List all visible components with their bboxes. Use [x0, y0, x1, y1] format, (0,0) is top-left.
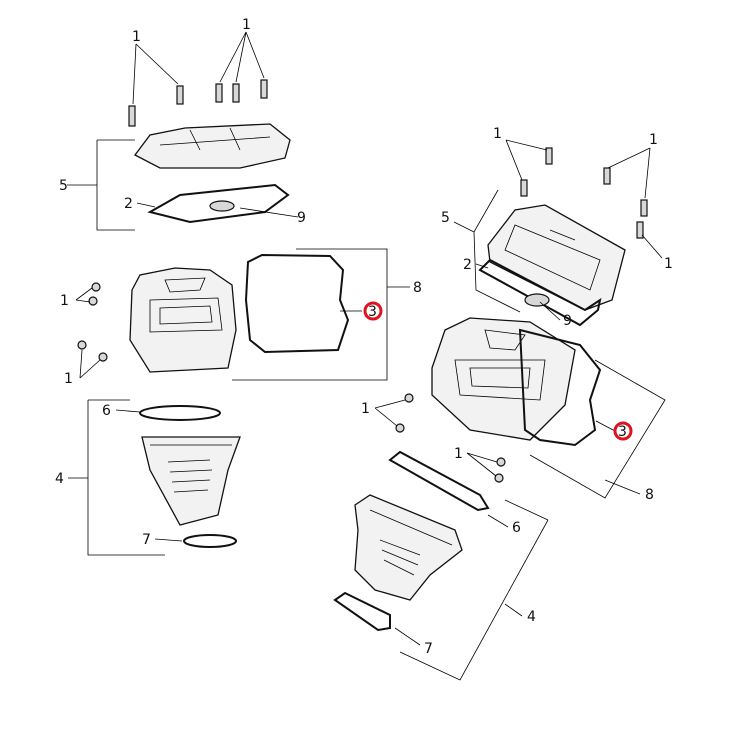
- callout-1: 1: [493, 126, 502, 142]
- callout-1: 1: [649, 132, 658, 148]
- highlight-circle: [613, 421, 633, 441]
- rocker-cover: [129, 267, 237, 373]
- callout-4: 4: [527, 609, 536, 625]
- rocker-cover: [431, 317, 576, 441]
- cylinder-head-cover: [487, 204, 626, 311]
- bolt-icon: [395, 393, 506, 483]
- cover-gasket: [147, 183, 290, 224]
- bolt-icon: [520, 147, 648, 239]
- o-ring: [388, 450, 490, 512]
- valve-cover-gasket: [244, 253, 350, 354]
- callout-1: 1: [132, 29, 141, 45]
- callout-9: 9: [563, 313, 572, 329]
- grommet: [524, 293, 550, 307]
- cover-gasket: [478, 258, 602, 327]
- callout-2: 2: [124, 196, 133, 212]
- o-ring-small: [333, 591, 391, 632]
- callout-4: 4: [55, 471, 64, 487]
- callout-3: 3: [368, 304, 377, 320]
- bolt-icon: [77, 282, 108, 362]
- callout-6: 6: [102, 403, 111, 419]
- highlight-circle: [363, 301, 383, 321]
- callout-6: 6: [512, 520, 521, 536]
- callout-7: 7: [424, 641, 433, 657]
- callout-9: 9: [297, 210, 306, 226]
- callout-5: 5: [441, 210, 450, 226]
- o-ring: [139, 405, 221, 421]
- callout-1: 1: [454, 446, 463, 462]
- callout-1: 1: [242, 17, 251, 33]
- callout-2: 2: [463, 257, 472, 273]
- callout-1: 1: [64, 371, 73, 387]
- cylinder-head-cover: [134, 123, 291, 169]
- callout-8: 8: [413, 280, 422, 296]
- callouts-right: 1 1 5 2 1 9 1 3 1 6 8 4 7: [361, 126, 673, 657]
- right-assembly: [333, 139, 666, 681]
- grommet: [209, 200, 235, 212]
- callout-3: 3: [618, 424, 627, 440]
- callout-5: 5: [59, 178, 68, 194]
- callout-1: 1: [60, 293, 69, 309]
- callout-1: 1: [664, 256, 673, 272]
- callouts-left: 1 1 5 2 9 8 3 1 1 6 4 7: [55, 17, 422, 548]
- left-assembly: [67, 31, 410, 556]
- intake-adapter: [354, 494, 463, 601]
- callout-8: 8: [645, 487, 654, 503]
- o-ring-small: [183, 534, 237, 548]
- valve-cover-gasket: [518, 328, 602, 447]
- callout-7: 7: [142, 532, 151, 548]
- callout-1: 1: [361, 401, 370, 417]
- bolt-icon: [128, 79, 268, 127]
